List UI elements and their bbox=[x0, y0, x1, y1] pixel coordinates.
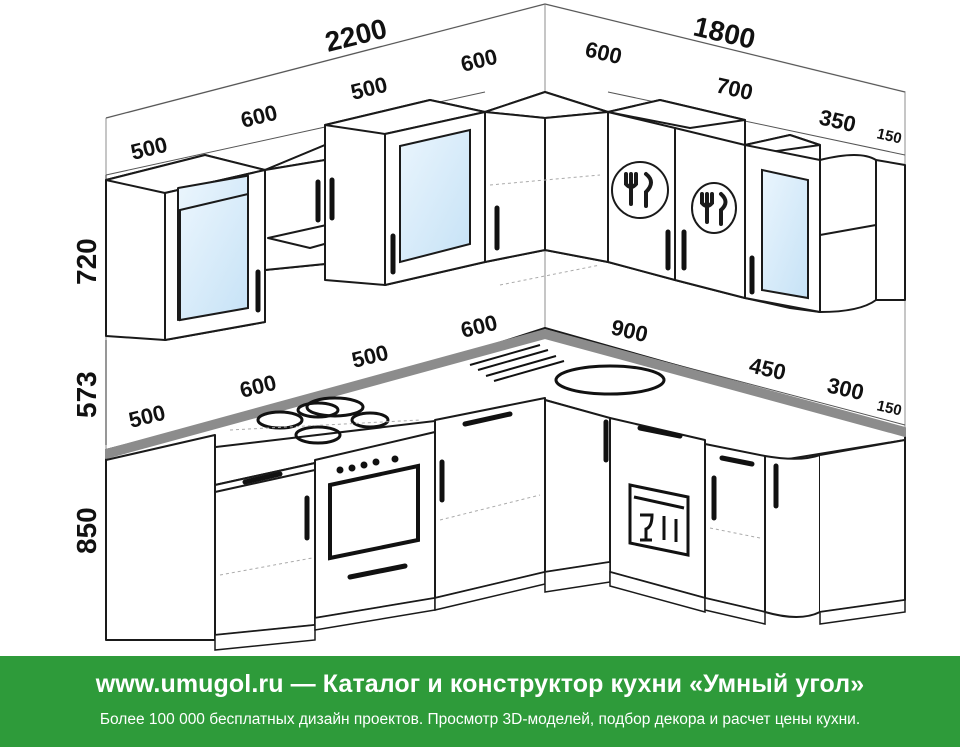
panel-texture bbox=[219, 174, 761, 576]
cooktop bbox=[256, 396, 390, 445]
dim-height-lower: 850 bbox=[71, 507, 102, 554]
footer-subtitle: Более 100 000 бесплатных дизайн проектов… bbox=[99, 711, 861, 728]
footer-title[interactable]: www.umugol.ru — Каталог и конструктор ку… bbox=[95, 670, 865, 698]
dim-upper-left-2: 600 bbox=[238, 100, 280, 133]
footer-banner: www.umugol.ru — Каталог и конструктор ку… bbox=[0, 656, 960, 747]
glass-door bbox=[399, 128, 471, 264]
oven bbox=[328, 455, 420, 580]
dim-upper-right-3: 350 bbox=[817, 105, 858, 138]
glass-door bbox=[179, 192, 249, 322]
dim-upper-left-4: 600 bbox=[458, 44, 500, 77]
plinth bbox=[214, 561, 906, 651]
dim-lower-right-3: 300 bbox=[825, 373, 866, 406]
dim-lower-left-2: 600 bbox=[237, 370, 279, 403]
glass-door bbox=[761, 168, 809, 300]
dim-height-gap: 573 bbox=[71, 371, 102, 418]
cabinet-handles-upper bbox=[255, 177, 755, 313]
dim-upper-right-4: 150 bbox=[875, 125, 903, 147]
dim-lower-right-2: 450 bbox=[747, 353, 788, 386]
dim-upper-right-2: 700 bbox=[714, 73, 755, 106]
dim-lower-right-1: 900 bbox=[609, 315, 650, 348]
dim-lower-left-1: 500 bbox=[126, 400, 168, 433]
kitchen-diagram: 2200 1800 500 600 500 600 600 700 350 15… bbox=[71, 3, 906, 651]
dim-top-left-total: 2200 bbox=[322, 13, 390, 58]
dim-upper-left-3: 500 bbox=[348, 72, 390, 105]
dim-upper-left-1: 500 bbox=[128, 132, 170, 165]
dim-lower-left-3: 500 bbox=[349, 340, 391, 373]
cabinet-handles-lower bbox=[242, 411, 779, 541]
dim-lower-left-4: 600 bbox=[458, 310, 500, 343]
dishwasher-icon bbox=[628, 483, 690, 557]
dim-upper-right-1: 600 bbox=[583, 37, 624, 70]
dim-height-upper: 720 bbox=[71, 238, 102, 285]
dim-top-right-total: 1800 bbox=[691, 11, 759, 55]
tableware-emblem bbox=[611, 161, 737, 234]
dim-lower-right-4: 150 bbox=[875, 397, 903, 419]
sink bbox=[469, 344, 666, 396]
